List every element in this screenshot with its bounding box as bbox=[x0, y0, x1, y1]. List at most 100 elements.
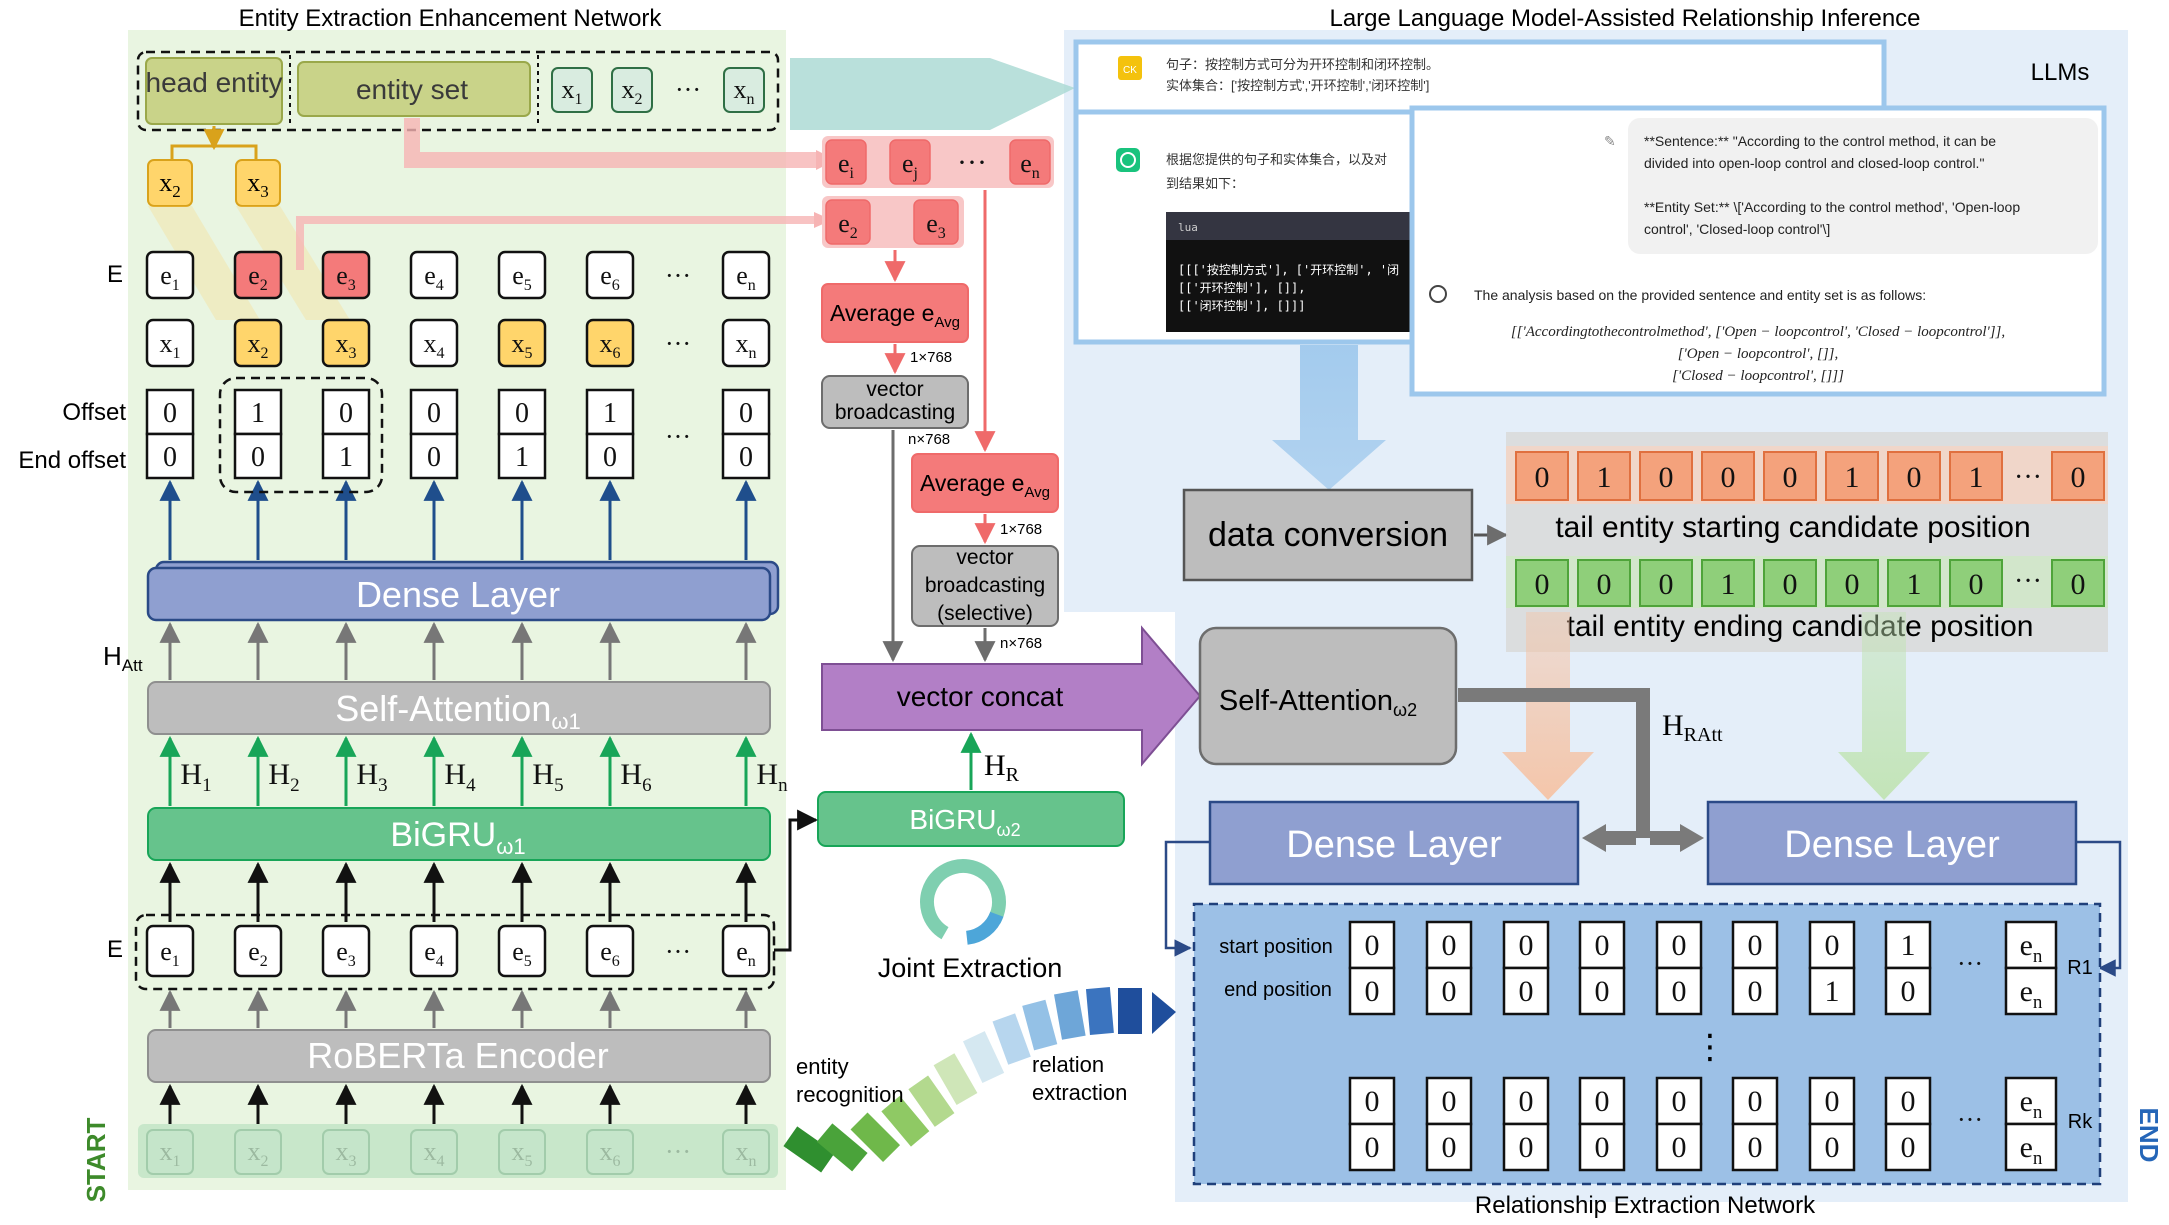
r1-start-value: 0 bbox=[1748, 929, 1763, 962]
x-row-box bbox=[585, 318, 635, 368]
rk-en-end-cell bbox=[2004, 1122, 2058, 1172]
rk-end-cell bbox=[1884, 1122, 1932, 1172]
e-row-token: e2 bbox=[248, 261, 268, 294]
offset-value: 0 bbox=[515, 398, 529, 429]
row-label-e: E bbox=[107, 261, 123, 288]
average-eavg-1-label: Average eAvg bbox=[830, 300, 960, 331]
r1-start-value: 0 bbox=[1825, 929, 1840, 962]
joint-ribbon-segment bbox=[1085, 987, 1114, 1035]
average-eavg-1 bbox=[821, 283, 969, 343]
x-row-token: x2 bbox=[248, 329, 269, 362]
x2-yellow-box bbox=[147, 159, 193, 207]
mid-e2e3-box bbox=[825, 199, 871, 245]
h-label: H2 bbox=[268, 758, 299, 796]
vector-broadcasting-1-line2: broadcasting bbox=[835, 401, 955, 424]
gpt-avatar bbox=[1116, 148, 1140, 172]
r1-ellipsis: ··· bbox=[1957, 949, 1983, 978]
input-token-band bbox=[138, 1124, 778, 1178]
h-label: H5 bbox=[532, 758, 563, 796]
self-attention-w2 bbox=[1198, 626, 1458, 766]
tail-start-cell bbox=[1701, 451, 1755, 501]
r1-start-value: 0 bbox=[1595, 929, 1610, 962]
code-line1: [[['按控制方式'], ['开环控制', '闭 bbox=[1178, 262, 1399, 277]
data-conversion-box bbox=[1182, 488, 1474, 582]
joint-extraction-label: Joint Extraction bbox=[878, 953, 1063, 983]
roberta-label: RoBERTa Encoder bbox=[307, 1035, 609, 1076]
r1-end-cell bbox=[1425, 966, 1473, 1016]
tail-end-value: 0 bbox=[1783, 568, 1798, 601]
lower-e-row-token: e2 bbox=[248, 937, 268, 970]
en-result-line2: ['Open − loopcontrol', []], bbox=[1678, 346, 1839, 362]
right-title: Large Language Model-Assisted Relationsh… bbox=[1329, 5, 1920, 32]
e-row-box bbox=[145, 250, 195, 300]
offset-value: 0 bbox=[163, 398, 177, 429]
r1-label: R1 bbox=[2067, 957, 2093, 979]
tail-end-cell bbox=[1639, 559, 1693, 607]
tail-start-value: 0 bbox=[1783, 461, 1798, 494]
dim-1x768-b: 1×768 bbox=[1000, 521, 1042, 538]
rk-start-value: 0 bbox=[1365, 1085, 1380, 1118]
rk-start-value: 0 bbox=[1825, 1085, 1840, 1118]
r1-end-value: 0 bbox=[1365, 975, 1380, 1008]
e-row-box bbox=[497, 250, 547, 300]
end-offset-cell bbox=[145, 432, 195, 480]
x-row-box bbox=[145, 318, 195, 368]
en-prompt-bubble bbox=[1628, 118, 2098, 254]
tail-start-cell bbox=[1763, 451, 1817, 501]
reply-cn-line1: 根据您提供的句子和实体集合，以及对 bbox=[1166, 152, 1387, 167]
end-offset-value: 0 bbox=[603, 442, 617, 473]
tail-start-cell bbox=[1639, 451, 1693, 501]
joint-ribbon-segment bbox=[850, 1112, 901, 1163]
lower-e-row-token: e4 bbox=[424, 937, 444, 970]
vector-concat-arrow bbox=[821, 625, 1202, 767]
lower-e-row-box bbox=[145, 924, 195, 978]
vdots: ⋮ bbox=[1693, 1028, 1727, 1066]
r1-start-value: 0 bbox=[1672, 929, 1687, 962]
rk-end-value: 0 bbox=[1365, 1131, 1380, 1164]
offset-value: 0 bbox=[427, 398, 441, 429]
start-label: START bbox=[81, 1118, 111, 1203]
lower-e-row-token: e3 bbox=[336, 937, 356, 970]
lower-e-row-box bbox=[321, 924, 371, 978]
e-row-token: e6 bbox=[600, 261, 620, 294]
rk-start-cell bbox=[1425, 1076, 1473, 1126]
r1-end-cell bbox=[1808, 966, 1856, 1016]
right-dense-layer-2 bbox=[1706, 800, 2078, 886]
rk-start-cell bbox=[1884, 1076, 1932, 1126]
r1-en-start: en bbox=[2020, 929, 2043, 967]
tail-start-value: 0 bbox=[1659, 461, 1674, 494]
mid-e2e3-token: e2 bbox=[838, 209, 858, 242]
code-lang: lua bbox=[1178, 221, 1198, 234]
vector-concat-label: vector concat bbox=[897, 681, 1064, 712]
prompt-cn-line2: 实体集合：['按控制方式','开环控制','闭环控制'] bbox=[1166, 78, 1429, 93]
mid-entity-token: en bbox=[1020, 149, 1040, 182]
entity-recognition-line2: recognition bbox=[796, 1082, 904, 1107]
r1-start-value: 0 bbox=[1442, 929, 1457, 962]
assistant-icon bbox=[1429, 285, 1447, 303]
rk-end-value: 0 bbox=[1748, 1131, 1763, 1164]
r1-end-value: 1 bbox=[1825, 975, 1840, 1008]
left-dense-label: Dense Layer bbox=[356, 574, 560, 615]
lower-e-group bbox=[134, 913, 776, 991]
e-row-token: e1 bbox=[160, 261, 180, 294]
tail-end-value: 0 bbox=[1845, 568, 1860, 601]
bottom-title: Relationship Extraction Network bbox=[1475, 1192, 1816, 1219]
h-label: H1 bbox=[180, 758, 211, 796]
ei-en-row-bg bbox=[822, 136, 1054, 188]
rk-end-value: 0 bbox=[1595, 1131, 1610, 1164]
head-entity-label: head entity bbox=[146, 67, 283, 98]
right-dense-layer-1 bbox=[1208, 800, 1580, 886]
end-offset-cell bbox=[585, 432, 635, 480]
lower-e-row-token: e5 bbox=[512, 937, 532, 970]
end-offset-value: 0 bbox=[427, 442, 441, 473]
end-offset-cell bbox=[321, 432, 371, 480]
end-offset-cell bbox=[497, 432, 547, 480]
h-ratt-connector bbox=[1458, 688, 1650, 838]
head-entity-box bbox=[145, 57, 283, 125]
rk-start-cell bbox=[1502, 1076, 1550, 1126]
llm-to-conversion-arrow bbox=[1272, 345, 1386, 490]
h-label: H4 bbox=[444, 758, 476, 796]
end-offset-value: 1 bbox=[515, 442, 529, 473]
rk-end-cell bbox=[1808, 1122, 1856, 1172]
r1-en-end: en bbox=[2020, 975, 2043, 1013]
